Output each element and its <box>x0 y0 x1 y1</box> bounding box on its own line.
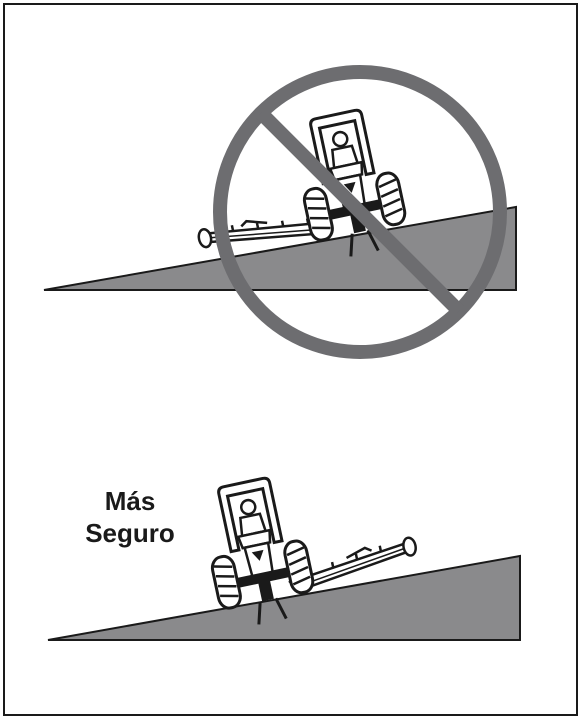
safer-label-line2: Seguro <box>60 517 200 549</box>
prohibited-scene <box>44 72 516 352</box>
slope-top <box>44 207 516 290</box>
safer-label: Más Seguro <box>60 485 200 549</box>
safer-label-line1: Más <box>60 485 200 517</box>
